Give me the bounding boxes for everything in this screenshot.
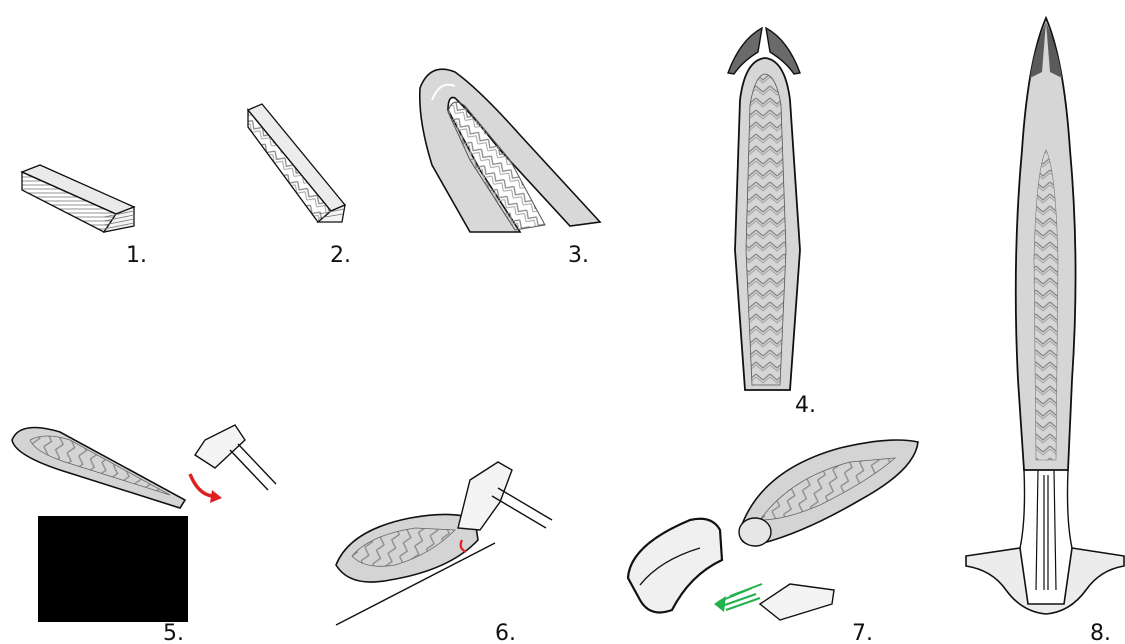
- step-1-label: 1.: [126, 243, 147, 268]
- step-4-label: 4.: [795, 393, 816, 418]
- step-8-finished-sword: 8.: [966, 18, 1124, 644]
- step-3-label: 3.: [568, 243, 589, 268]
- step-6-label: 6.: [495, 621, 516, 644]
- step-5-label: 5.: [163, 621, 184, 644]
- crossguard: [966, 548, 1124, 614]
- hammer-icon: [195, 425, 276, 490]
- anvil: [38, 516, 188, 622]
- fuller-lines: [1036, 470, 1056, 590]
- hammer-icon: [458, 462, 552, 530]
- step-1-layered-bar: 1.: [22, 165, 147, 268]
- step-7-grinding: 7.: [628, 440, 918, 644]
- step-2-label: 2.: [330, 243, 351, 268]
- strike-arrow-icon: [190, 474, 212, 496]
- step-4-billet-with-edges: 4.: [728, 28, 816, 418]
- step-6-shaping-blade: 6.: [336, 462, 552, 644]
- step-3-folded-bar: 3.: [420, 69, 600, 268]
- grinding-stone: [760, 584, 834, 620]
- step-2-twisted-bar: 2.: [248, 104, 351, 268]
- step-5-hammer-bevel: 5.: [12, 425, 276, 644]
- step-8-label: 8.: [1090, 621, 1111, 644]
- step-7-label: 7.: [852, 621, 873, 644]
